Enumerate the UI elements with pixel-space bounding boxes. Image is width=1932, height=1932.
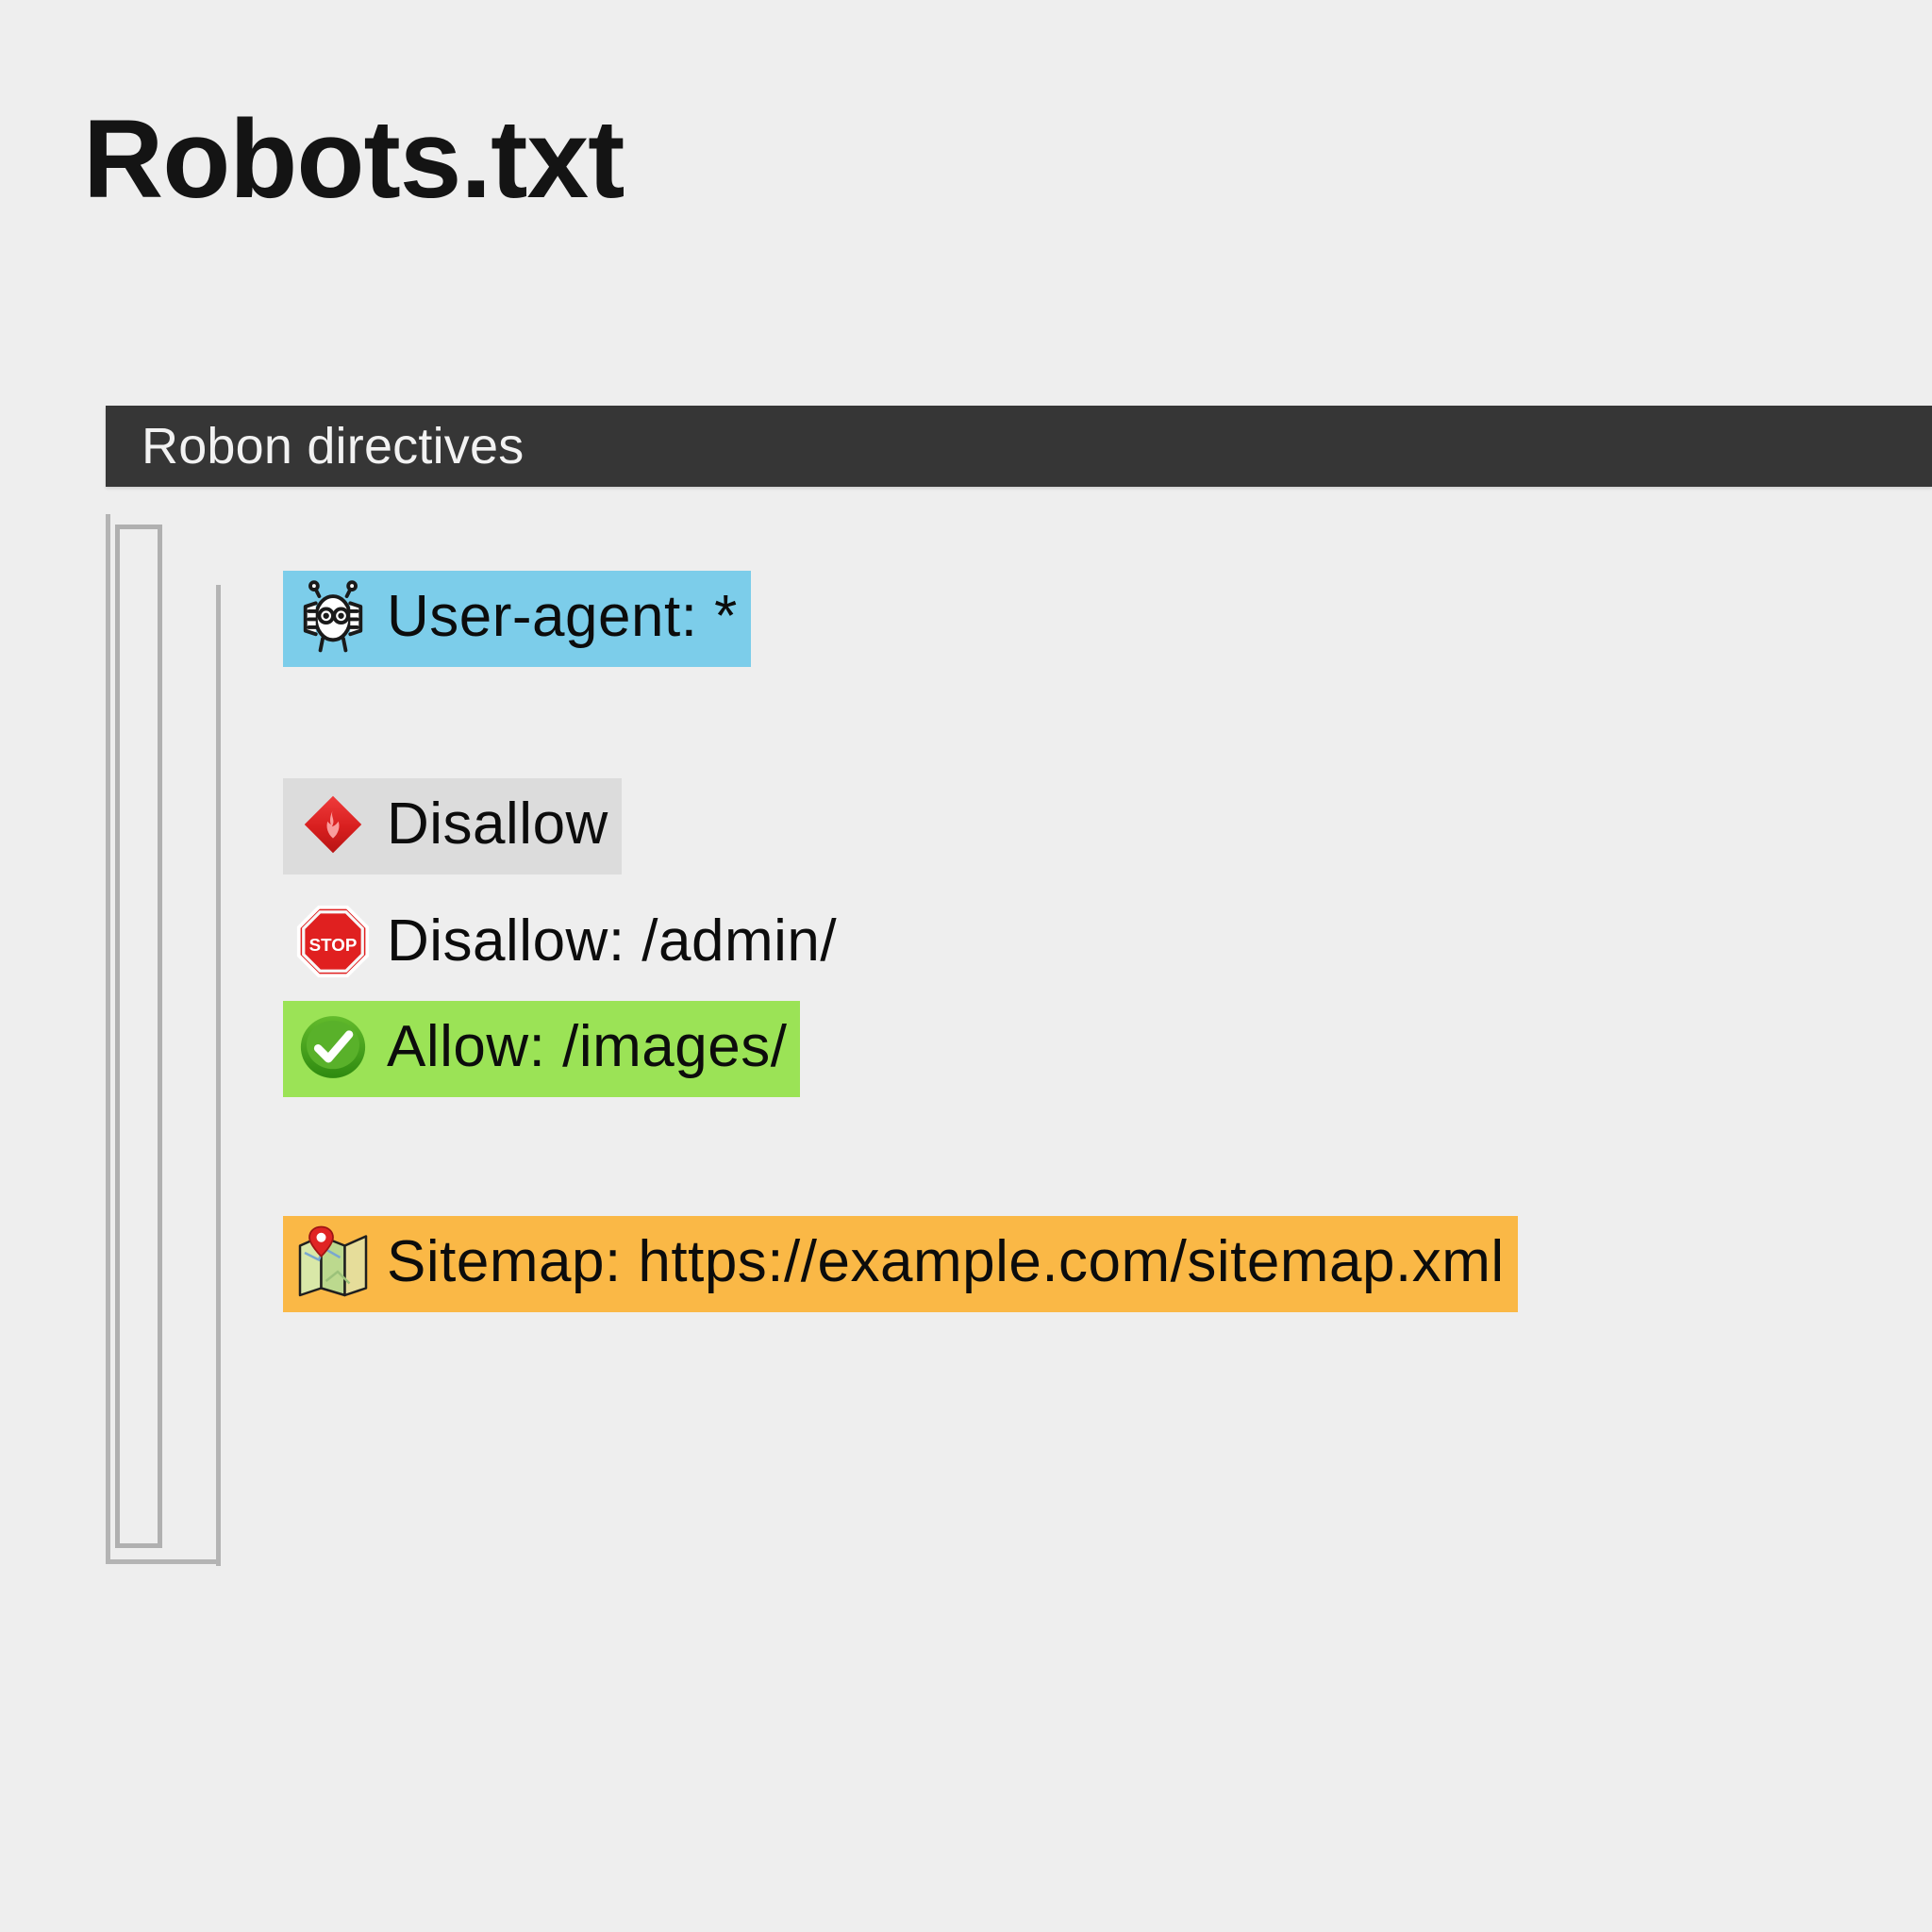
spacer [283,991,1887,1001]
directive-row-allow-images[interactable]: Allow: /images/ [283,1001,801,1097]
directive-row-user-agent[interactable]: User-agent: * [283,571,751,667]
spacer [283,1097,1887,1216]
section-header-label: Robon directives [142,418,525,475]
inner-bracket-rail [115,525,162,1548]
directive-label-allow-images: Allow: /images/ [387,1014,788,1079]
green-check-icon [292,1007,374,1088]
stop-sign-icon: STOP [292,901,374,982]
svg-text:STOP: STOP [309,935,358,955]
directive-list: User-agent: * Disallow [283,571,1887,1312]
section-header-band: Robon directives [106,406,1932,487]
directive-row-sitemap[interactable]: Sitemap: https://example.com/sitemap.xml [283,1216,1518,1312]
spacer [283,874,1887,895]
directive-label-sitemap: Sitemap: https://example.com/sitemap.xml [387,1229,1505,1294]
spacer [283,667,1887,778]
directive-label-user-agent: User-agent: * [387,584,738,649]
outer-bracket-rail [106,514,219,1564]
robot-icon [292,576,374,658]
directive-label-disallow-admin: Disallow: /admin/ [387,908,838,974]
vertical-guide-line [216,585,221,1566]
red-diamond-icon [292,784,374,865]
page-title: Robots.txt [83,97,625,222]
directive-label-disallow-heading: Disallow [387,791,608,857]
map-icon [292,1222,374,1303]
directive-row-disallow-heading[interactable]: Disallow [283,778,622,874]
directive-row-disallow-admin[interactable]: STOP Disallow: /admin/ [283,895,850,991]
